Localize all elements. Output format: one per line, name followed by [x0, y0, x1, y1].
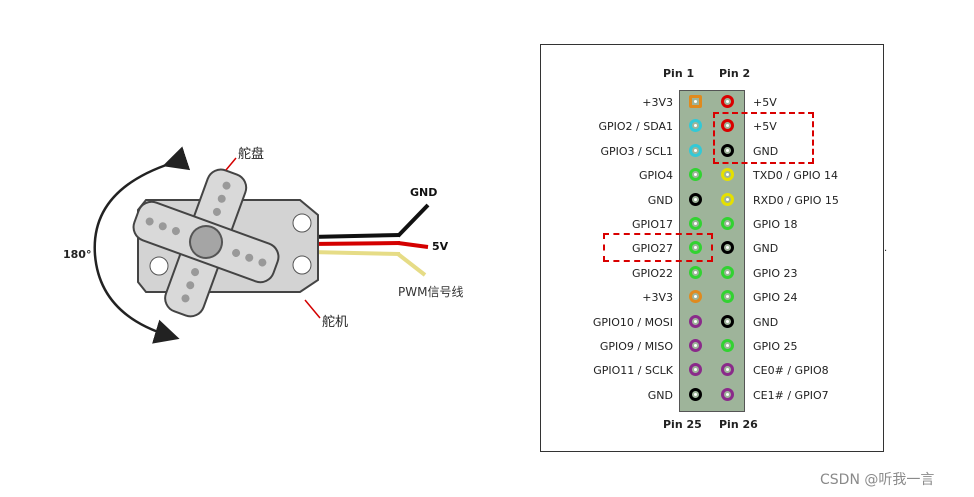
wire-gnd-bend — [396, 203, 430, 238]
pin-label-right: GPIO 18 — [753, 218, 798, 231]
pin-row: GPIO10 / MOSI GND — [541, 312, 885, 336]
pin-row: +3V3 +5V — [541, 92, 885, 116]
pin-even — [721, 217, 734, 230]
angle-label: 180° — [63, 248, 91, 261]
wire-gnd — [309, 233, 401, 239]
pin-even — [721, 387, 734, 401]
pin-even — [721, 143, 734, 157]
horn-callout-line — [225, 157, 237, 171]
mount-hole — [292, 213, 312, 233]
pin-row: GPIO22 GPIO 23 — [541, 263, 885, 287]
footer-pin25-label: Pin 25 — [663, 418, 702, 431]
pin-label-left: GPIO10 / MOSI — [592, 315, 673, 329]
pin-row: GPIO4 TXD0 / GPIO 14 — [541, 165, 885, 189]
pin-odd — [689, 217, 702, 230]
pin-label-right: GPIO 25 — [753, 340, 798, 353]
mount-hole — [149, 256, 169, 276]
pin-label-right: TXD0 / GPIO 14 — [753, 169, 838, 183]
pin-even — [721, 95, 734, 108]
pin-odd — [689, 119, 702, 133]
pin-odd — [689, 143, 702, 157]
horn-label: 舵盘 — [238, 146, 264, 162]
pin-label-right: GND — [753, 144, 779, 158]
pin-label-left: +3V3 — [642, 96, 673, 109]
pin-label-left: GPIO4 — [638, 169, 673, 183]
servo-diagram: 180° 舵盘 舵机 GND 5V P — [63, 146, 463, 344]
rotation-arc — [93, 146, 191, 344]
watermark: CSDN @听我一言 — [820, 472, 935, 488]
pin-even — [721, 363, 734, 377]
pin-even — [721, 314, 734, 328]
pin-label-right: +5V — [753, 96, 777, 109]
pin-even — [721, 192, 734, 206]
pin-even — [721, 265, 734, 279]
pin-label-left: GND — [647, 388, 673, 402]
pin-odd — [689, 241, 702, 255]
wire-pwm — [309, 250, 401, 256]
pin-row: GPIO3 / SCL1 GND — [541, 141, 885, 165]
pin-label-right: GPIO 23 — [753, 266, 798, 280]
pin-odd — [689, 290, 702, 304]
pin-odd — [689, 265, 702, 279]
pin-row: GPIO11 / SCLK CE0# / GPIO8 — [541, 360, 885, 384]
gpio-pinout-panel: Pin 1 Pin 2 +3V3 +5V GPIO2 / SDA1 +5V GPIO3 … — [540, 44, 884, 452]
wire-5v — [309, 241, 401, 246]
pin-row: GPIO17 GPIO 18 — [541, 214, 885, 238]
wire-label-pwm: PWM信号线 — [398, 285, 463, 299]
pin-label-left: +3V3 — [642, 291, 673, 305]
stray-mark: . — [884, 243, 888, 254]
pin-row: GPIO9 / MISO GPIO 25 — [541, 336, 885, 360]
wire-bundle — [309, 203, 430, 277]
pin-even — [721, 241, 734, 255]
pin-label-right: GPIO 24 — [753, 291, 798, 305]
pin-label-right: +5V — [753, 120, 777, 134]
servo-label: 舵机 — [322, 315, 348, 330]
pin-label-left: GPIO22 — [631, 266, 673, 280]
wire-5v-bend — [397, 241, 429, 249]
pin-row: GPIO2 / SDA1 +5V — [541, 116, 885, 140]
pin-label-left: GND — [647, 193, 673, 207]
wire-label-5v: 5V — [432, 240, 449, 253]
pin-label-right: GND — [753, 315, 779, 329]
pin-odd — [689, 314, 702, 328]
pin-label-left: GPIO3 / SCL1 — [600, 144, 673, 158]
pin-row: +3V3 GPIO 24 — [541, 287, 885, 311]
pin-row: GND CE1# / GPIO7 — [541, 385, 885, 409]
pin-label-right: GND — [753, 242, 779, 256]
pin-label-right: CE0# / GPIO8 — [753, 364, 829, 378]
pin-odd — [689, 168, 702, 182]
footer-pin26-label: Pin 26 — [719, 418, 758, 431]
pin-odd — [689, 95, 702, 108]
pin-label-left: GPIO17 — [631, 218, 673, 231]
pin-even — [721, 168, 734, 182]
pin-label-left: GPIO9 / MISO — [599, 340, 673, 353]
pin-row: GPIO27 GND — [541, 238, 885, 262]
pin-row: GND RXD0 / GPIO 15 — [541, 190, 885, 214]
pin-even — [721, 290, 734, 304]
pin-label-right: RXD0 / GPIO 15 — [753, 193, 839, 207]
pin-label-left: GPIO11 / SCLK — [593, 364, 673, 378]
servo-horn — [132, 168, 280, 318]
wire-pwm-bend — [396, 252, 427, 277]
pin-odd — [689, 387, 702, 401]
header-pin1-label: Pin 1 — [663, 67, 695, 80]
pin-label-left: GPIO27 — [631, 242, 673, 256]
highlight-5v-gnd — [713, 112, 814, 164]
pin-even — [721, 339, 734, 352]
highlight-gpio27 — [603, 233, 713, 262]
pin-label-left: GPIO2 / SDA1 — [598, 120, 673, 134]
mount-hole — [292, 255, 312, 275]
pin-even — [721, 119, 734, 133]
servo-callout-line — [304, 299, 321, 319]
header-pin2-label: Pin 2 — [719, 67, 751, 80]
pin-odd — [689, 339, 702, 352]
wire-label-gnd: GND — [410, 186, 437, 199]
pin-odd — [689, 192, 702, 206]
pin-odd — [689, 363, 702, 377]
pin-label-right: CE1# / GPIO7 — [753, 388, 829, 402]
